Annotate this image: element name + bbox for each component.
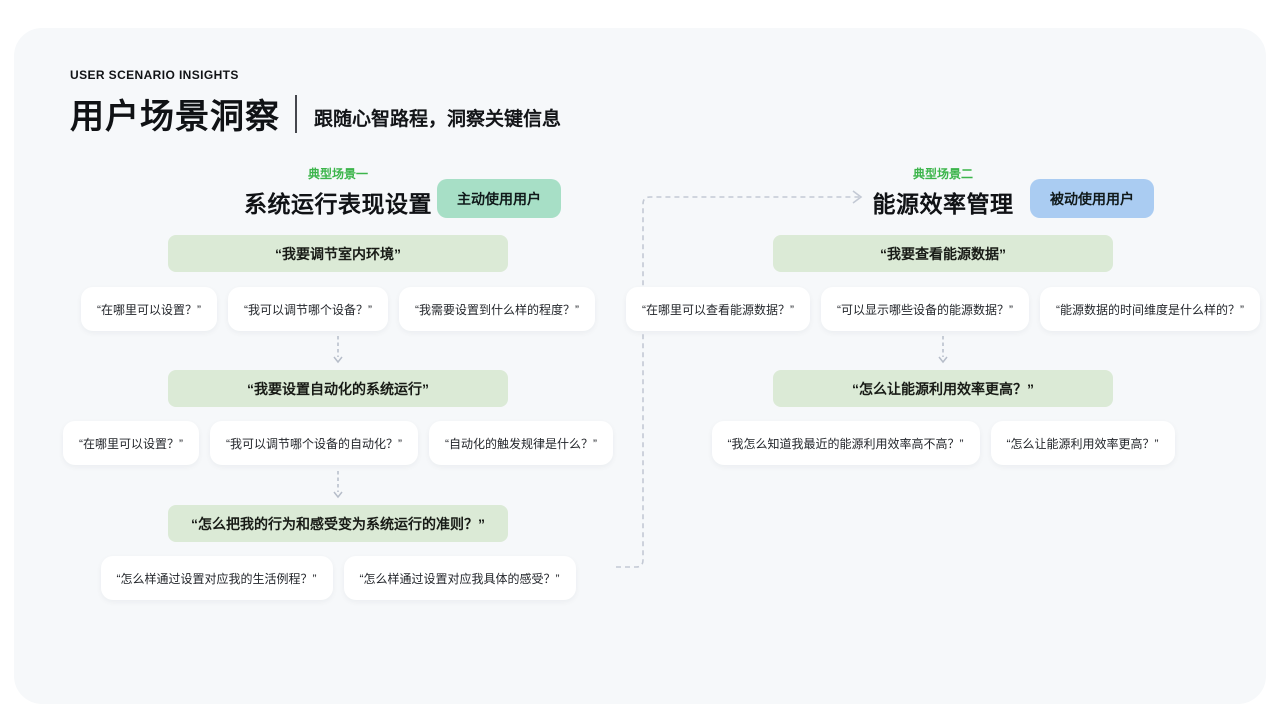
question-box: “我要设置自动化的系统运行” [168,370,508,407]
sub-question-box: “能源数据的时间维度是什么样的？” [1040,287,1260,331]
sub-question-row: “在哪里可以查看能源数据？” “可以显示哪些设备的能源数据？” “能源数据的时间… [626,287,1260,331]
header: USER SCENARIO INSIGHTS 用户场景洞察 跟随心智路程，洞察关… [70,68,561,138]
page-title: 用户场景洞察 [70,98,280,136]
step-arrow-down-icon [333,471,343,499]
insights-card: USER SCENARIO INSIGHTS 用户场景洞察 跟随心智路程，洞察关… [14,28,1266,704]
eyebrow-label: USER SCENARIO INSIGHTS [70,68,239,82]
passive-user-badge: 被动使用用户 [1030,179,1154,218]
active-user-badge: 主动使用用户 [437,179,561,218]
scenario-2-header: 典型场景二 能源效率管理 [665,160,1221,219]
sub-question-box: “我需要设置到什么样的程度？” [399,287,595,331]
sub-question-box: “怎么让能源利用效率更高？” [990,421,1175,465]
step-arrow-down-icon [938,336,948,364]
sub-question-box: “我可以调节哪个设备？” [228,287,388,331]
sub-question-box: “在哪里可以查看能源数据？” [626,287,810,331]
sub-question-box: “怎么样通过设置对应我的生活例程？” [100,556,333,600]
scenario-1-title: 系统运行表现设置 [244,191,432,217]
scenario-1-tag: 典型场景一 [307,167,368,181]
scenario-2-title: 能源效率管理 [872,191,1014,217]
sub-question-row: “我怎么知道我最近的能源利用效率高不高？” “怎么让能源利用效率更高？” [665,421,1221,465]
question-box: “我要查看能源数据” [773,235,1113,272]
sub-question-box: “自动化的触发规律是什么？” [429,421,613,465]
scenario-column-1: 典型场景一 系统运行表现设置 主动使用用户 “我要调节室内环境” “在哪里可以设… [60,160,616,646]
scenario-column-2: 典型场景二 能源效率管理 被动使用用户 “我要查看能源数据” “在哪里可以查看能… [626,160,1260,646]
step-arrow-down-icon [333,336,343,364]
scenario-2-tag: 典型场景二 [912,167,973,181]
sub-question-box: “我可以调节哪个设备的自动化？” [210,421,418,465]
title-row: 用户场景洞察 跟随心智路程，洞察关键信息 [70,89,561,138]
scenario-1-header: 典型场景一 系统运行表现设置 [60,160,616,219]
sub-question-row: “怎么样通过设置对应我的生活例程？” “怎么样通过设置对应我具体的感受？” [60,556,616,600]
question-box: “我要调节室内环境” [168,235,508,272]
sub-question-row: “在哪里可以设置？” “我可以调节哪个设备的自动化？” “自动化的触发规律是什么… [60,421,616,465]
sub-question-row: “在哪里可以设置？” “我可以调节哪个设备？” “我需要设置到什么样的程度？” [60,287,616,331]
title-divider [295,94,297,133]
sub-question-box: “在哪里可以设置？” [63,421,199,465]
question-box: “怎么让能源利用效率更高？” [773,370,1113,407]
sub-question-box: “怎么样通过设置对应我具体的感受？” [343,556,576,600]
page-subtitle: 跟随心智路程，洞察关键信息 [314,109,562,130]
sub-question-box: “在哪里可以设置？” [81,287,217,331]
sub-question-box: “可以显示哪些设备的能源数据？” [821,287,1029,331]
sub-question-box: “我怎么知道我最近的能源利用效率高不高？” [711,421,980,465]
question-box: “怎么把我的行为和感受变为系统运行的准则？” [168,505,508,542]
